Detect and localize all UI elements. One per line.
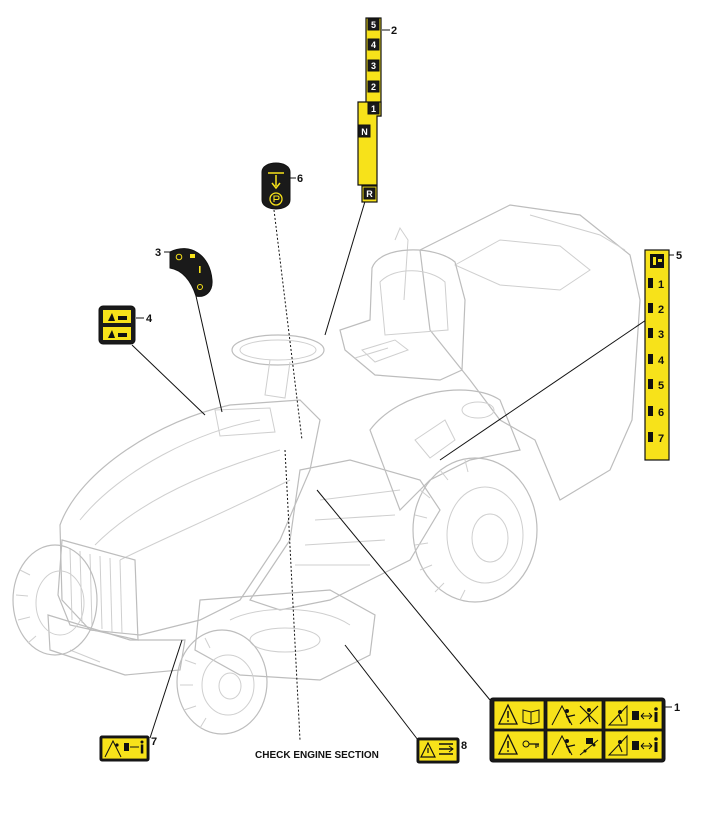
slope-icon xyxy=(607,734,628,756)
callout-4: 4 xyxy=(146,313,153,325)
callout-8: 8 xyxy=(461,740,467,752)
callout-1: 1 xyxy=(674,702,680,714)
parking-brake-icon xyxy=(269,192,283,206)
speed-7-label: 7 xyxy=(658,433,664,445)
arrow-down-icon xyxy=(268,172,284,190)
warning-icon xyxy=(420,741,436,758)
speed-5-label: 5 xyxy=(658,380,664,392)
speed-6-label: 6 xyxy=(658,407,664,419)
parking-brake-decal xyxy=(261,162,291,210)
distance-icon xyxy=(124,740,144,754)
lever-icon xyxy=(650,254,664,268)
blade-icon xyxy=(551,734,576,756)
manual-icon xyxy=(439,743,454,755)
blade-icon xyxy=(551,704,576,726)
mower-outline xyxy=(12,204,641,735)
callout-7: 7 xyxy=(151,736,157,748)
speed-3-label: 3 xyxy=(658,329,664,341)
gear-1-label: 1 xyxy=(371,104,376,114)
lever-icon xyxy=(103,310,131,340)
ignition-decal xyxy=(169,248,213,297)
distance-icon xyxy=(632,737,658,752)
gear-4-label: 4 xyxy=(371,40,376,50)
speed-1-label: 1 xyxy=(658,279,664,291)
manual-icon xyxy=(522,709,540,725)
ignition-icon xyxy=(175,253,203,290)
gear-neutral-label: N xyxy=(361,127,368,137)
callout-6: 6 xyxy=(297,173,303,185)
leader-lines xyxy=(131,29,674,741)
callout-5: 5 xyxy=(676,250,682,262)
collector-warning-decal xyxy=(416,737,460,764)
gear-2-label: 2 xyxy=(371,82,376,92)
distance-icon xyxy=(632,707,658,722)
lever-decal xyxy=(98,305,136,345)
safety-warning-decal xyxy=(489,697,666,763)
callout-3: 3 xyxy=(155,247,161,259)
check-engine-note: CHECK ENGINE SECTION xyxy=(255,750,379,761)
callout-numbers: 1 2 3 4 5 6 7 8 xyxy=(146,25,682,752)
gear-decal: 5 4 3 2 1 N R xyxy=(357,17,382,203)
slope-icon xyxy=(607,704,628,726)
warning-icon xyxy=(497,733,519,755)
warning-icon xyxy=(497,703,519,725)
gear-reverse-label: R xyxy=(366,189,373,199)
speed-2-label: 2 xyxy=(658,304,664,316)
callout-2: 2 xyxy=(391,25,397,37)
gear-3-label: 3 xyxy=(371,61,376,71)
gear-5-label: 5 xyxy=(371,20,376,30)
key-icon xyxy=(522,740,539,748)
projectile-icon xyxy=(579,705,599,725)
speed-decal: 1 2 3 4 5 6 7 xyxy=(644,249,670,461)
speed-4-label: 4 xyxy=(658,355,665,367)
blade-warning-decal xyxy=(99,735,150,762)
slope-limit-icon xyxy=(579,738,599,756)
blade-icon xyxy=(104,739,122,758)
